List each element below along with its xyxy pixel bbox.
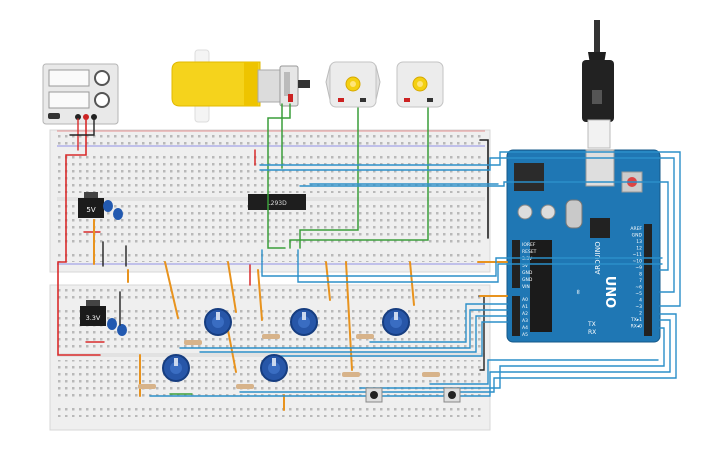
bench-power-supply[interactable] xyxy=(42,63,119,125)
power-pin-label-0: IOREF xyxy=(522,242,536,248)
hobby-motor-1[interactable] xyxy=(325,61,381,108)
digital-pin-label-14: TX▸1 xyxy=(630,317,642,323)
capacitors xyxy=(103,200,127,336)
digital-pin-label-8: 7 xyxy=(639,278,642,284)
pushbutton-2[interactable] xyxy=(443,387,461,403)
arduino-model: UNO xyxy=(602,276,617,309)
digital-pin-label-0: AREF xyxy=(630,226,642,232)
power-pin-label-5: GND xyxy=(522,277,533,283)
power-pin-label-4: GND xyxy=(522,270,533,276)
usb-cable xyxy=(582,20,614,149)
power-pin-label-3: 5V xyxy=(522,263,529,269)
digital-pin-label-6: ~9 xyxy=(635,265,642,271)
digital-pin-label-2: 13 xyxy=(636,239,642,245)
analog-pin-label-3: A3 xyxy=(522,318,528,324)
resistors xyxy=(138,334,440,389)
analog-pin-label-4: A4 xyxy=(522,325,528,331)
l293d-label: L293D xyxy=(267,200,287,207)
analog-pin-label-0: A0 xyxy=(522,297,528,303)
power-pin-label-1: RESET xyxy=(522,249,537,255)
potentiometer-5 xyxy=(260,354,288,382)
regulator-5v-label: 5V xyxy=(86,206,95,214)
potentiometer-1 xyxy=(204,308,232,336)
arduino-tx-label: TX xyxy=(587,321,596,328)
arduino-rx-label: RX xyxy=(588,329,596,336)
arduino-uno[interactable]: ARDUINO UNO ∞ TX RX IOREFRESET3.3V5VGNDG… xyxy=(506,149,661,343)
regulator-3v3-label: 3.3V xyxy=(86,314,101,322)
potentiometers[interactable] xyxy=(162,308,410,382)
regulator-5v[interactable]: 5V xyxy=(78,192,104,218)
pushbutton-1[interactable] xyxy=(365,387,383,403)
digital-pin-label-12: ~3 xyxy=(635,304,642,310)
digital-pin-label-7: 8 xyxy=(639,272,642,278)
svg-text:∞: ∞ xyxy=(574,289,582,295)
digital-pin-label-10: ~5 xyxy=(635,291,642,297)
power-pin-label-2: 3.3V xyxy=(522,256,533,262)
analog-pin-label-5: A5 xyxy=(522,332,528,338)
analog-pin-label-2: A2 xyxy=(522,311,528,317)
digital-pin-label-15: RX◂0 xyxy=(631,324,642,330)
analog-pin-label-1: A1 xyxy=(522,304,528,310)
hobby-motor-2[interactable] xyxy=(396,61,444,108)
digital-pin-label-3: 12 xyxy=(636,246,642,252)
potentiometer-4 xyxy=(162,354,190,382)
dc-gear-motor[interactable] xyxy=(171,49,310,123)
digital-pin-label-13: 2 xyxy=(639,311,642,317)
l293d-chip[interactable]: L293D xyxy=(248,194,306,210)
digital-pin-label-4: ~11 xyxy=(633,252,643,258)
digital-pin-label-5: ~10 xyxy=(633,259,643,265)
digital-pin-label-11: 4 xyxy=(639,298,642,304)
potentiometer-3 xyxy=(382,308,410,336)
digital-pin-label-1: GND xyxy=(632,233,643,239)
power-pin-label-6: VIN xyxy=(522,284,530,290)
regulator-3v3[interactable]: 3.3V xyxy=(80,300,106,326)
digital-pin-label-9: ~6 xyxy=(635,285,642,291)
potentiometer-2 xyxy=(290,308,318,336)
